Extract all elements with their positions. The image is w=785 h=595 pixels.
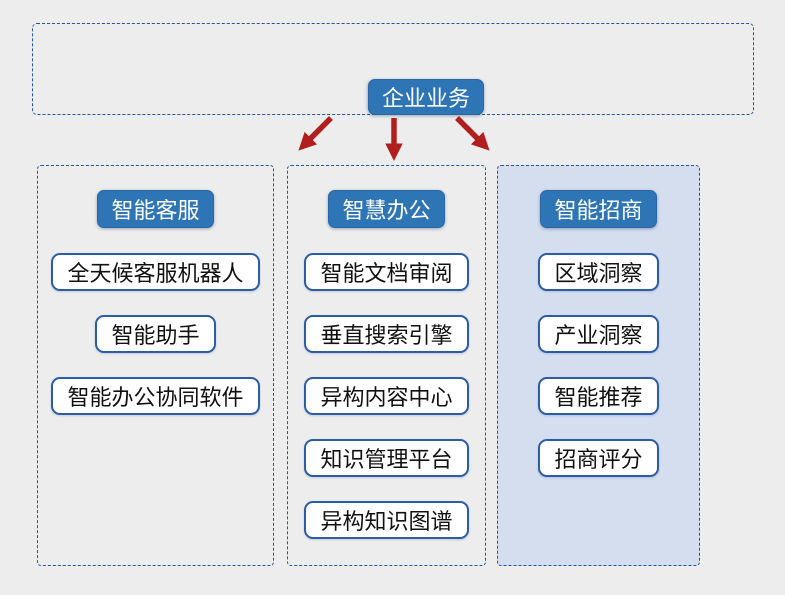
- branch-node: 招商评分: [538, 439, 659, 477]
- column-customer-service: 智能客服 全天候客服机器人 智能助手 智能办公协同软件: [37, 165, 274, 566]
- branch-node: 异构内容中心: [304, 377, 469, 415]
- branch-node: 智能办公协同软件: [51, 377, 260, 415]
- column-investment: 智能招商 区域洞察 产业洞察 智能推荐 招商评分: [497, 165, 700, 566]
- branch-node: 智能助手: [95, 315, 216, 353]
- branch-node: 智能文档审阅: [304, 253, 469, 291]
- root-section-box: 企业业务: [32, 23, 754, 115]
- branch-node: 产业洞察: [538, 315, 659, 353]
- column-header-badge: 智能客服: [97, 190, 214, 228]
- column-smart-office: 智慧办公 智能文档审阅 垂直搜索引擎 异构内容中心 知识管理平台 异构知识图谱: [287, 165, 486, 566]
- column-header-badge: 智慧办公: [328, 190, 445, 228]
- branch-arrows: [298, 116, 490, 161]
- arrow-to-right-column: [455, 116, 490, 151]
- branch-node: 区域洞察: [538, 253, 659, 291]
- root-node: 企业业务: [367, 79, 485, 115]
- branch-node: 知识管理平台: [304, 439, 469, 477]
- branch-node: 全天候客服机器人: [51, 253, 260, 291]
- arrow-to-left-column: [298, 116, 333, 151]
- branch-node: 智能推荐: [538, 377, 659, 415]
- branch-node: 异构知识图谱: [304, 501, 469, 539]
- column-header-badge: 智能招商: [540, 190, 657, 228]
- branch-node: 垂直搜索引擎: [304, 315, 469, 353]
